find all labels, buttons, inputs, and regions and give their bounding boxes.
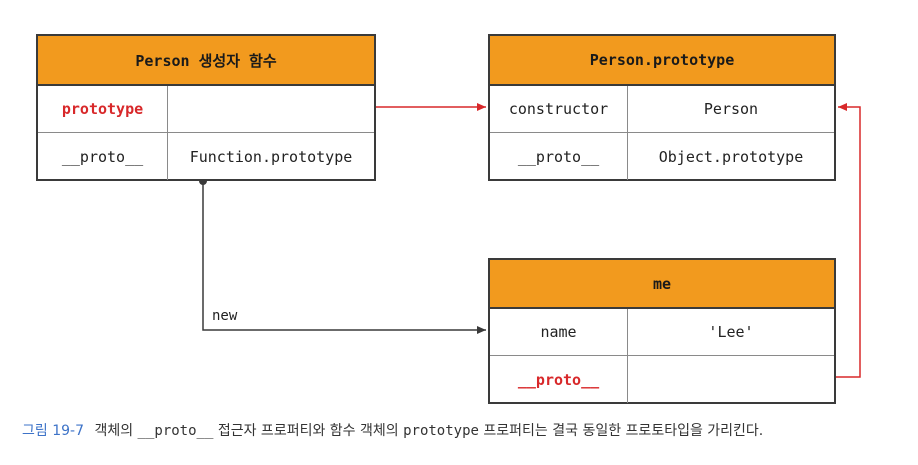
box-title: Person 생성자 함수 [38,36,374,86]
property-value: Object.prototype [658,147,804,166]
property-value [628,356,834,403]
edge-line [202,181,486,334]
person-prototype-box: Person.prototype constructor Person __pr… [488,34,836,181]
caption-code-prototype: prototype [403,423,479,439]
me-object-box: me name 'Lee' __proto__ [488,258,836,404]
caption-text-before: 객체의 [94,423,134,439]
property-value [168,86,374,132]
new-edge-label: new [212,308,238,324]
property-value: Person [703,100,759,118]
table-row: prototype [38,86,374,133]
property-key: __proto__ [38,133,168,180]
property-key: prototype [38,86,168,132]
table-row: __proto__ Object.prototype [490,133,834,180]
table-row: name 'Lee' [490,309,834,356]
property-key: __proto__ [490,356,628,403]
property-key: name [490,309,628,355]
property-key: constructor [490,86,628,132]
caption-text-after: 프로퍼티는 결국 동일한 프로토타입을 가리킨다. [483,423,764,439]
property-value: 'Lee' [708,323,754,341]
property-value: Function.prototype [189,147,353,166]
figure-number: 그림 19-7 [22,423,84,439]
table-row: __proto__ Function.prototype [38,133,374,180]
figure-caption: 그림 19-7 객체의 __proto__ 접근자 프로퍼티와 함수 객체의 p… [22,420,763,440]
property-key: __proto__ [490,133,628,180]
caption-text-middle: 접근자 프로퍼티와 함수 객체의 [217,423,399,439]
box-title: me [490,260,834,309]
person-constructor-box: Person 생성자 함수 prototype __proto__ Functi… [36,34,376,181]
table-row: __proto__ [490,356,834,403]
table-row: constructor Person [490,86,834,133]
edge-new-to-me [199,177,486,334]
caption-code-proto: __proto__ [137,423,214,439]
box-title: Person.prototype [490,36,834,86]
